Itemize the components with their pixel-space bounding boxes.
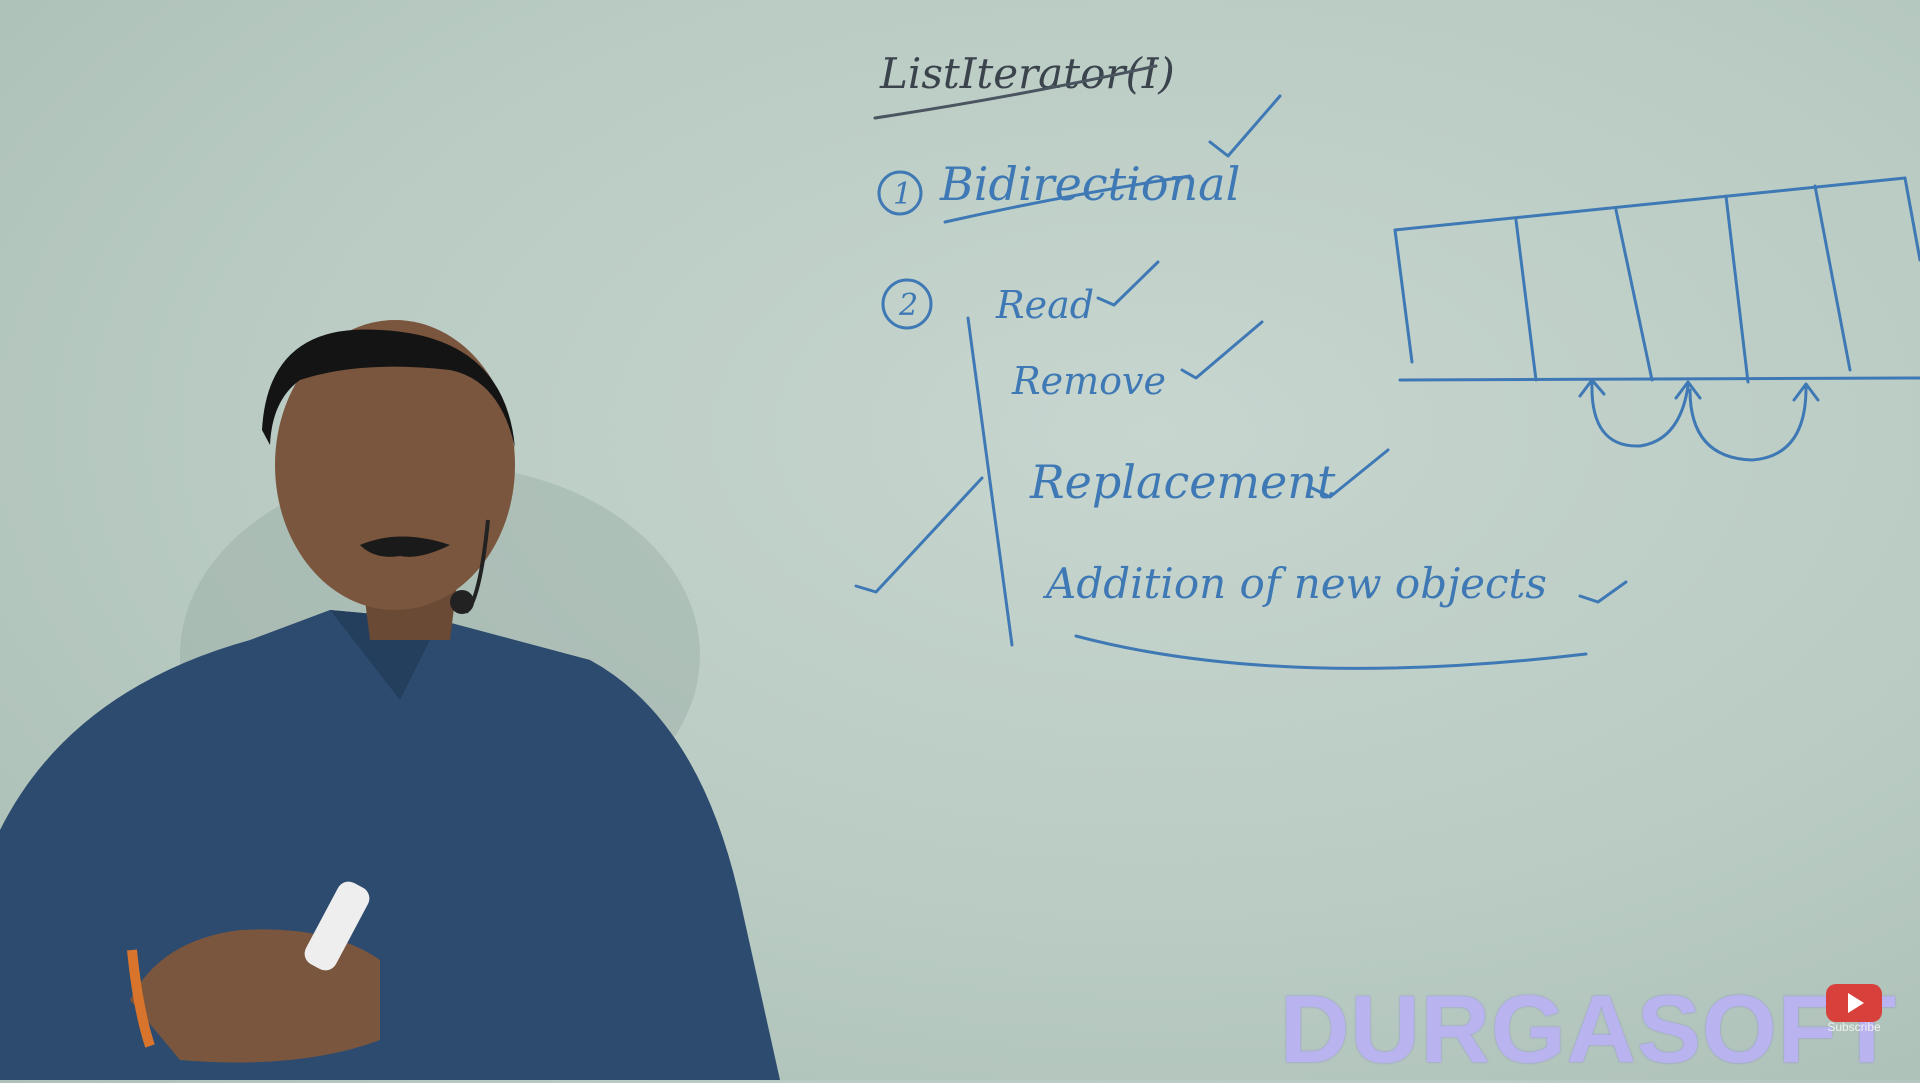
whiteboard-notes: ListIterator(I) 1 Bidirectional 2 Read R… [854, 49, 1628, 670]
check-remove [1180, 320, 1264, 380]
point2-circle [881, 278, 933, 330]
list-divider [1813, 184, 1852, 372]
cursor-arrow-1 [1590, 380, 1690, 448]
list-divider [1614, 208, 1654, 382]
list-bottom-edge [1398, 376, 1920, 382]
heading-underline [873, 64, 1158, 120]
play-icon [1826, 984, 1882, 1022]
check-bidirectional [1208, 94, 1282, 158]
presenter-face [275, 320, 515, 610]
check-read [1096, 260, 1160, 307]
check-replacement [1310, 448, 1390, 499]
durgasoft-watermark: DURGASOFT [1280, 976, 1897, 1083]
cursor-arrowhead [1578, 378, 1606, 398]
list-divider [1514, 218, 1538, 382]
presenter-hair [262, 329, 515, 448]
heading-text: ListIterator(I) [879, 49, 1175, 98]
marker-pen-icon [304, 881, 370, 971]
cursor-arrow-2 [1688, 386, 1808, 462]
list-divider [1903, 176, 1920, 262]
bidirectional-underline [943, 174, 1192, 224]
check-addition [1578, 580, 1628, 604]
point1-number: 1 [893, 177, 912, 212]
operation-remove: Remove [1011, 359, 1166, 403]
wrist-thread [127, 949, 155, 1048]
subscribe-label: Subscribe [1827, 1020, 1881, 1034]
list-divider [1724, 194, 1750, 384]
presenter-moustache [360, 536, 450, 557]
point2-number: 2 [898, 288, 918, 323]
list-top-edge [1393, 176, 1907, 232]
cursor-arrowhead [1792, 382, 1820, 402]
addition-underline [1074, 634, 1588, 670]
list-diagram [1393, 176, 1920, 462]
headset-mic-icon [450, 590, 474, 614]
cursor-arrowhead [1674, 380, 1702, 400]
operation-read: Read [995, 283, 1094, 327]
presenter [0, 320, 780, 1080]
operations-bracket [966, 316, 1014, 647]
operation-addition: Addition of new objects [1042, 559, 1547, 608]
operation-replacement: Replacement [1029, 455, 1336, 509]
bidirectional-text: Bidirectional [939, 157, 1240, 211]
point1-circle [877, 170, 923, 216]
check-bracket [854, 476, 984, 594]
list-divider [1393, 228, 1414, 364]
subscribe-button[interactable]: Subscribe [1822, 982, 1886, 1034]
